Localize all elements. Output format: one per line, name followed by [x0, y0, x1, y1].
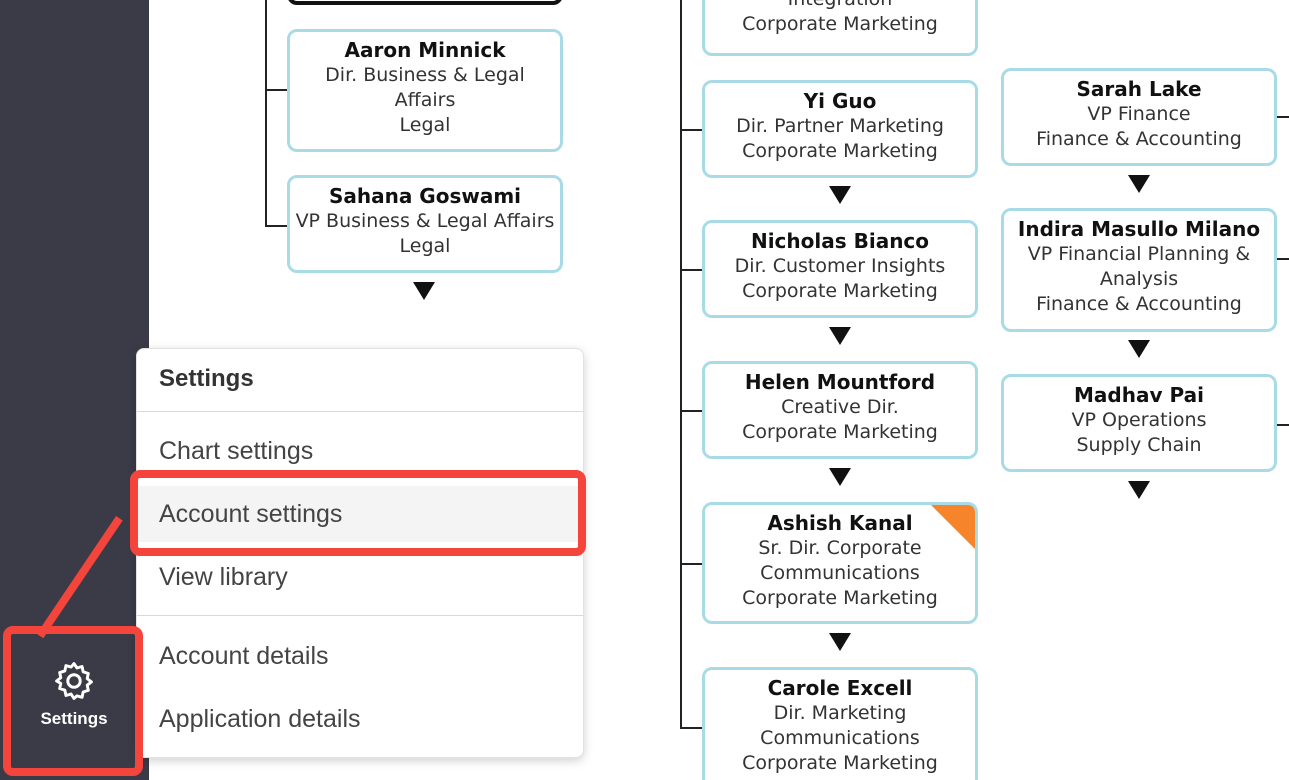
expand-arrow[interactable] [1128, 481, 1150, 499]
connector-line [680, 410, 702, 412]
node-title: Dir. Marketing [773, 702, 907, 724]
expand-arrow[interactable] [1128, 340, 1150, 358]
node-title: Affairs [394, 89, 456, 111]
settings-label: Settings [40, 709, 108, 728]
connector-line [680, 0, 682, 728]
org-chart: Aaron Minnick Dir. Business & Legal Affa… [149, 0, 1289, 780]
node-title: Dir. Partner Marketing [736, 115, 944, 137]
connector-line [1277, 258, 1289, 260]
highlight-account-settings [130, 470, 586, 556]
org-node-helen-mountford[interactable]: Helen Mountford Creative Dir. Corporate … [702, 361, 978, 459]
highlight-settings-button [3, 626, 143, 776]
settings-button[interactable]: Settings [14, 630, 134, 758]
node-name: Aaron Minnick [344, 38, 506, 62]
node-title: VP Operations [1071, 409, 1207, 431]
expand-arrow[interactable] [829, 327, 851, 345]
node-department: Legal [399, 114, 451, 136]
node-title: Dir. Customer Insights [734, 255, 946, 277]
sidebar: Settings [0, 0, 149, 780]
node-department: Corporate Marketing [742, 752, 938, 774]
node-name: Ashish Kanal [767, 511, 913, 535]
org-node-indira-masullo-milano[interactable]: Indira Masullo Milano VP Financial Plann… [1001, 208, 1277, 332]
menu-item-account-details[interactable]: Account details [159, 642, 329, 670]
node-name: Yi Guo [803, 89, 877, 113]
node-title: Creative Dir. [781, 396, 899, 418]
node-department: Legal [399, 235, 451, 257]
node-title: Communications [760, 727, 920, 749]
connector-line [1277, 116, 1289, 118]
expand-arrow[interactable] [829, 468, 851, 486]
node-name: Sarah Lake [1076, 77, 1202, 101]
org-node-ashish-kanal[interactable]: Ashish Kanal Sr. Dir. Corporate Communic… [702, 502, 978, 624]
connector-line [680, 727, 702, 729]
connector-line [265, 225, 287, 227]
menu-item-chart-settings[interactable]: Chart settings [159, 437, 314, 465]
org-node-integration[interactable]: Integration Corporate Marketing [702, 0, 978, 56]
node-name: Carole Excell [767, 676, 913, 700]
org-node-sarah-lake[interactable]: Sarah Lake VP Finance Finance & Accounti… [1001, 68, 1277, 166]
node-department: Corporate Marketing [742, 13, 938, 35]
corner-flag [931, 505, 975, 549]
node-department: Supply Chain [1076, 434, 1202, 456]
node-title: Communications [760, 562, 920, 584]
node-name: Indira Masullo Milano [1017, 217, 1261, 241]
menu-divider [137, 615, 583, 616]
node-title: VP Finance [1087, 103, 1191, 125]
node-department: Finance & Accounting [1036, 293, 1242, 315]
org-node-yi-guo[interactable]: Yi Guo Dir. Partner Marketing Corporate … [702, 80, 978, 178]
org-node-carole-excell[interactable]: Carole Excell Dir. Marketing Communicati… [702, 667, 978, 780]
node-department: Corporate Marketing [742, 280, 938, 302]
node-title: Sr. Dir. Corporate [758, 537, 922, 559]
connector-line [265, 89, 287, 91]
node-department: Corporate Marketing [742, 587, 938, 609]
menu-item-view-library[interactable]: View library [159, 563, 288, 591]
connector-line [1277, 424, 1289, 426]
menu-item-application-details[interactable]: Application details [159, 705, 361, 733]
gear-icon [55, 662, 93, 700]
expand-arrow[interactable] [829, 633, 851, 651]
node-name: Nicholas Bianco [750, 229, 930, 253]
connector-line [680, 563, 702, 565]
menu-item-account-settings[interactable]: Account settings [137, 486, 583, 542]
node-department: Finance & Accounting [1036, 128, 1242, 150]
org-node-sahana-goswami[interactable]: Sahana Goswami VP Business & Legal Affai… [287, 175, 563, 273]
node-department: Corporate Marketing [742, 140, 938, 162]
expand-arrow[interactable] [1128, 175, 1150, 193]
connector-line [265, 0, 267, 226]
org-node-nicholas-bianco[interactable]: Nicholas Bianco Dir. Customer Insights C… [702, 220, 978, 318]
menu-divider [137, 411, 583, 412]
connector-line [680, 269, 702, 271]
org-node-madhav-pai[interactable]: Madhav Pai VP Operations Supply Chain [1001, 374, 1277, 472]
expand-arrow[interactable] [413, 282, 435, 300]
node-title: Analysis [1099, 268, 1179, 290]
node-title: Integration [705, 0, 975, 12]
node-title: Dir. Business & Legal [325, 64, 525, 86]
node-department: Corporate Marketing [742, 421, 938, 443]
connector-line [680, 129, 702, 131]
menu-title: Settings [159, 365, 254, 392]
node-title: VP Financial Planning & [1027, 243, 1251, 265]
node-name: Helen Mountford [744, 370, 936, 394]
org-node-aaron-minnick[interactable]: Aaron Minnick Dir. Business & Legal Affa… [287, 29, 563, 152]
node-title: VP Business & Legal Affairs [295, 210, 555, 232]
org-node-partial[interactable] [287, 0, 563, 5]
expand-arrow[interactable] [829, 186, 851, 204]
node-name: Sahana Goswami [328, 184, 522, 208]
node-name: Madhav Pai [1074, 383, 1204, 407]
